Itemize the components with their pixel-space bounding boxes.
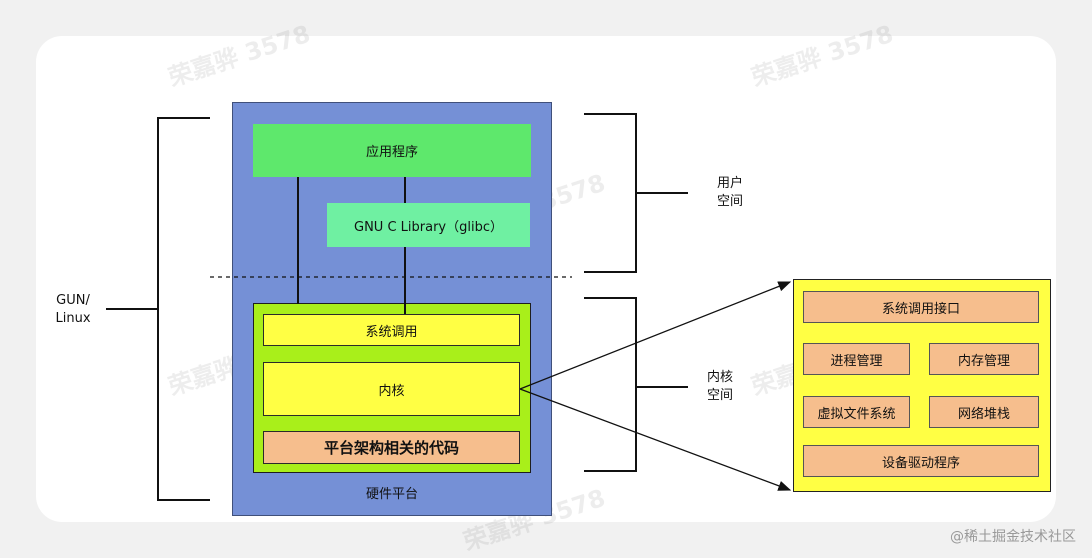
kernel-label: 内核 [378, 383, 405, 399]
kernel-space-label: 内核 空间 [706, 370, 733, 403]
footer-credit: @稀土掘金技术社区 [950, 529, 1076, 545]
glibc-box: GNU C Library（glibc） [327, 203, 530, 247]
arch-code-label: 平台架构相关的代码 [323, 439, 459, 457]
application-box: 应用程序 [253, 124, 531, 177]
memory-management-box: 内存管理 [929, 343, 1039, 375]
kernel-box: 内核 [263, 362, 520, 416]
gnu-linux-bracket [157, 117, 210, 501]
syscall-interface-box: 系统调用接口 [803, 291, 1039, 323]
syscall-box: 系统调用 [263, 314, 520, 346]
zoom-arrow-bottom [519, 388, 792, 491]
glibc-label: GNU C Library（glibc） [354, 219, 503, 235]
user-space-bracket [584, 113, 637, 273]
device-drivers-box: 设备驱动程序 [803, 445, 1039, 477]
arch-code-box: 平台架构相关的代码 [263, 431, 520, 464]
application-label: 应用程序 [365, 145, 418, 160]
gnu-linux-label: GUN/ Linux [55, 293, 91, 326]
hardware-platform-label: 硬件平台 [365, 487, 418, 502]
process-management-box: 进程管理 [803, 343, 910, 375]
zoom-arrow-top [519, 281, 792, 390]
network-stack-box: 网络堆栈 [929, 396, 1039, 428]
user-space-label: 用户 空间 [716, 176, 743, 209]
kernel-space-bracket [584, 297, 637, 472]
vfs-box: 虚拟文件系统 [803, 396, 910, 428]
syscall-label: 系统调用 [365, 324, 418, 340]
